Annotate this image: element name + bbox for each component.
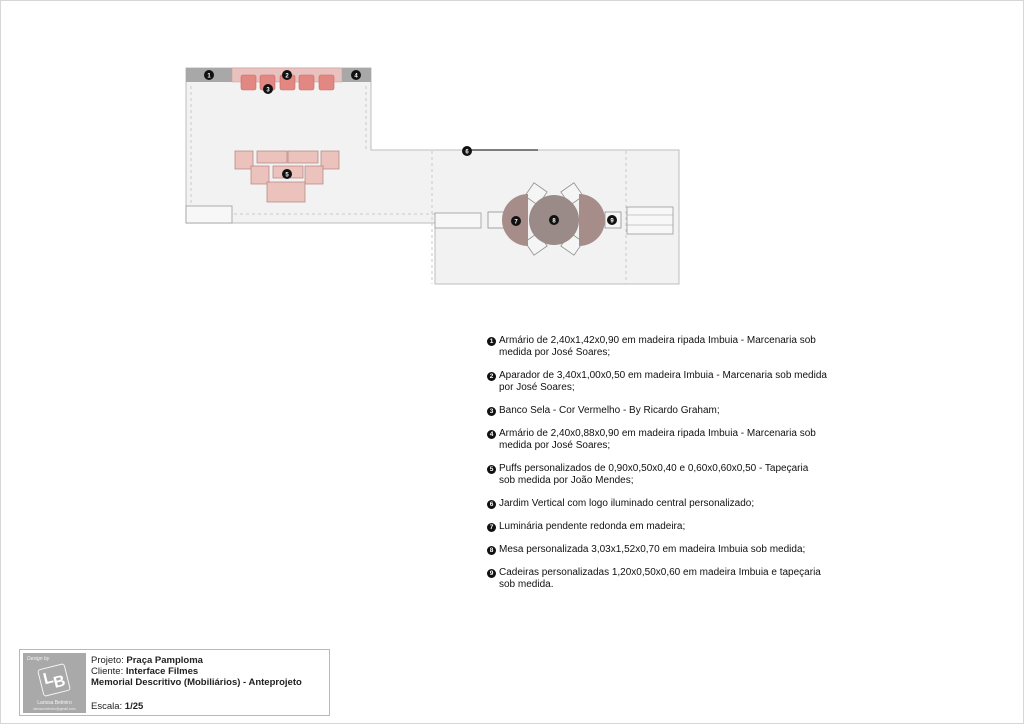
- client-label: Cliente:: [91, 666, 124, 677]
- puff: [287, 150, 319, 164]
- marker-2: 2: [282, 70, 292, 80]
- legend-text: Armário de 2,40x1,42x0,90 em madeira rip…: [499, 335, 816, 358]
- door: [626, 206, 674, 235]
- legend-text: Luminária pendente redonda em madeira;: [499, 521, 686, 532]
- legend-number: 6: [487, 500, 496, 509]
- svg-text:9: 9: [610, 218, 614, 224]
- legend-text: Armário de 2,40x0,88x0,90 em madeira rip…: [499, 428, 816, 451]
- puff: [304, 165, 324, 185]
- legend-text: Banco Sela - Cor Vermelho - By Ricardo G…: [499, 405, 720, 416]
- legend-number: 1: [487, 337, 496, 346]
- bench-seat: [298, 74, 315, 91]
- legend-text: Puffs personalizados de 0,90x0,50x0,40 e…: [499, 463, 809, 486]
- puff: [320, 150, 340, 170]
- scale-row: Escala: 1/25: [91, 701, 143, 712]
- title-block: Design by L B Larissa Belmiro larissa.be…: [19, 649, 330, 716]
- scale-value: 1/25: [124, 701, 144, 712]
- logo-email: larissa.belmiro@gmail.com: [33, 707, 76, 711]
- door: [434, 212, 482, 229]
- legend-number: 2: [487, 372, 496, 381]
- marker-7: 7: [511, 216, 521, 226]
- legend-number: 8: [487, 546, 496, 555]
- marker-6: 6: [462, 146, 472, 156]
- legend-number: 7: [487, 523, 496, 532]
- memorial-row: Memorial Descritivo (Mobiliários) - Ante…: [91, 677, 302, 688]
- logo-design-by: Design by: [27, 656, 50, 662]
- puff: [234, 150, 254, 170]
- legend-number: 3: [487, 407, 496, 416]
- marker-8: 8: [549, 215, 559, 225]
- legend-text: Cadeiras personalizadas 1,20x0,50x0,60 e…: [499, 567, 821, 590]
- chair: [487, 211, 505, 229]
- legend-text: Jardim Vertical com logo iluminado centr…: [499, 498, 755, 509]
- marker-1: 1: [204, 70, 214, 80]
- logo-letter-b: B: [51, 672, 68, 692]
- bench-seat: [318, 74, 335, 91]
- logo-name: Larissa Belmiro: [37, 700, 72, 706]
- client-row: Cliente: Interface Filmes: [91, 666, 302, 677]
- logo-monogram: L B: [37, 663, 71, 697]
- pendant-lamp-right: [579, 194, 605, 246]
- puff: [256, 150, 288, 164]
- legend-number: 4: [487, 430, 496, 439]
- memorial-title: Memorial Descritivo (Mobiliários) - Ante…: [91, 677, 302, 688]
- legend-number: 5: [487, 465, 496, 474]
- designer-logo: Design by L B Larissa Belmiro larissa.be…: [23, 653, 86, 713]
- puff: [250, 165, 270, 185]
- svg-text:6: 6: [465, 149, 469, 155]
- svg-text:4: 4: [354, 73, 358, 79]
- marker-5: 5: [282, 169, 292, 179]
- door: [185, 205, 233, 224]
- marker-3: 3: [263, 84, 273, 94]
- svg-text:2: 2: [285, 73, 289, 79]
- project-value: Praça Pamploma: [126, 655, 203, 666]
- bench-seat: [240, 74, 257, 91]
- svg-text:1: 1: [207, 73, 211, 79]
- svg-text:7: 7: [514, 219, 518, 225]
- client-value: Interface Filmes: [125, 666, 199, 677]
- svg-text:8: 8: [552, 218, 556, 224]
- project-label: Projeto:: [91, 655, 124, 666]
- puff: [266, 181, 306, 203]
- svg-text:3: 3: [266, 87, 270, 93]
- scale-label: Escala:: [91, 701, 123, 712]
- marker-4: 4: [351, 70, 361, 80]
- project-row: Projeto: Praça Pamploma: [91, 655, 302, 666]
- bench-group: [240, 74, 335, 91]
- legend-text: Mesa personalizada 3,03x1,52x0,70 em mad…: [499, 544, 806, 555]
- marker-9: 9: [607, 215, 617, 225]
- svg-text:5: 5: [285, 172, 289, 178]
- legend-number: 9: [487, 569, 496, 578]
- title-block-text: Projeto: Praça Pamploma Cliente: Interfa…: [91, 655, 302, 688]
- legend-text: Aparador de 3,40x1,00x0,50 em madeira Im…: [499, 370, 827, 393]
